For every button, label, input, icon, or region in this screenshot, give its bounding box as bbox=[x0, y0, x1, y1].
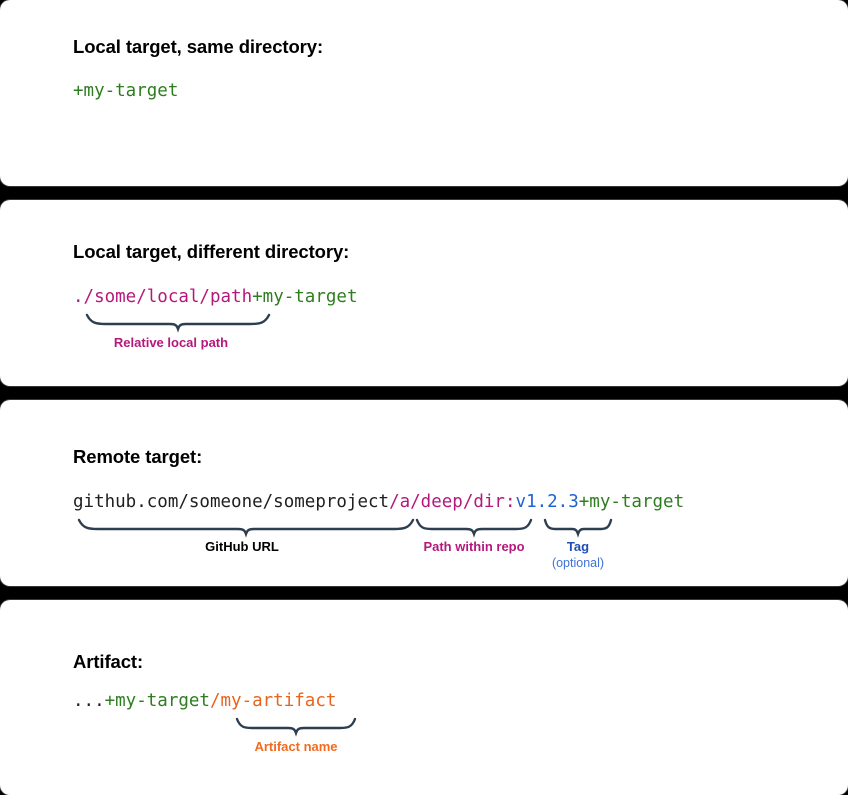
code-line: ...+my-target/my-artifact bbox=[73, 691, 336, 711]
token-github-url: github.com/someone/someproject bbox=[73, 492, 390, 512]
brace-path-within-repo bbox=[415, 518, 533, 538]
token-separator: : bbox=[504, 492, 516, 512]
code-line: +my-target bbox=[73, 81, 178, 101]
token-ellipsis: ... bbox=[73, 691, 105, 711]
token-artifact-name: /my-artifact bbox=[209, 691, 337, 711]
panel-local-different-directory: Local target, different directory: ./som… bbox=[0, 200, 848, 386]
token-target-name: +my-target bbox=[578, 492, 685, 512]
panel-heading: Local target, same directory: bbox=[73, 36, 324, 57]
token-target-name: +my-target bbox=[252, 287, 358, 307]
brace-relative-local-path bbox=[85, 313, 271, 333]
panel-separator bbox=[0, 386, 848, 400]
brace-artifact-name bbox=[235, 717, 357, 737]
brace-github-url bbox=[77, 518, 415, 538]
brace-tag bbox=[543, 518, 613, 538]
code-line: ./some/local/path+my-target bbox=[73, 287, 357, 307]
token-relative-path: ./some/local/path bbox=[73, 287, 253, 307]
annotation-sublabel-tag-optional: (optional) bbox=[551, 556, 605, 570]
panel-heading: Remote target: bbox=[73, 446, 203, 467]
annotation-label-tag: Tag bbox=[566, 539, 590, 554]
panel-heading: Local target, different directory: bbox=[73, 241, 350, 262]
annotation-label-github-url: GitHub URL bbox=[205, 539, 279, 554]
panel-heading: Artifact: bbox=[73, 651, 144, 672]
annotation-label-relative-local-path: Relative local path bbox=[113, 335, 229, 350]
annotation-label-artifact-name: Artifact name bbox=[254, 739, 338, 754]
token-target-name: +my-target bbox=[73, 81, 179, 101]
annotation-label-path-within-repo: Path within repo bbox=[423, 539, 525, 554]
panel-remote-target: Remote target: github.com/someone/somepr… bbox=[0, 400, 848, 586]
code-line: github.com/someone/someproject/a/deep/di… bbox=[73, 492, 684, 512]
panel-artifact: Artifact: ...+my-target/my-artifact Arti… bbox=[0, 600, 848, 795]
token-target-name: +my-target bbox=[104, 691, 210, 711]
panel-separator bbox=[0, 186, 848, 200]
panel-separator bbox=[0, 586, 848, 600]
panel-local-same-directory: Local target, same directory: +my-target bbox=[0, 0, 848, 186]
token-tag: v1.2.3 bbox=[515, 492, 579, 512]
token-path-within-repo: /a/deep/dir bbox=[389, 492, 505, 512]
